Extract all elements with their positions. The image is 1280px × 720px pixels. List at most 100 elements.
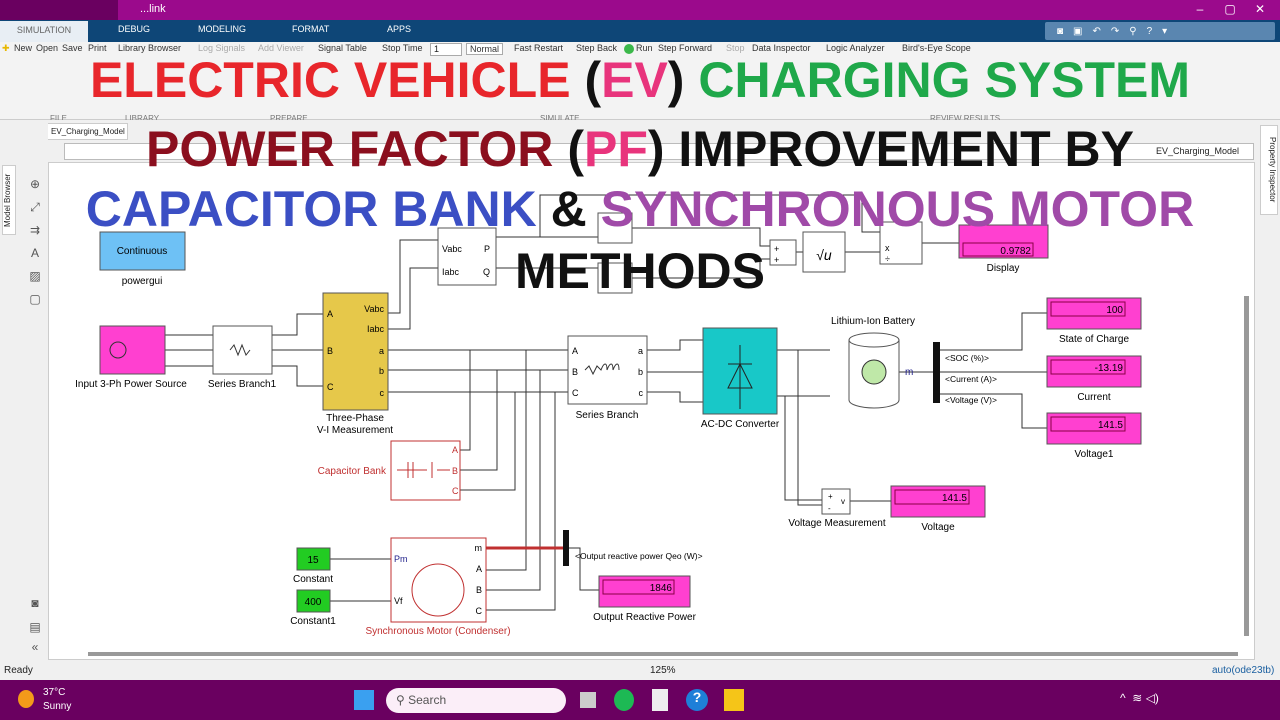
annotation-icon[interactable]: A: [30, 246, 39, 260]
mode-select[interactable]: Normal: [466, 43, 504, 55]
task-view-icon[interactable]: [580, 692, 596, 708]
sqrt-block[interactable]: [802, 231, 846, 273]
run-button[interactable]: Run: [636, 43, 653, 53]
vertical-scrollbar[interactable]: [1244, 296, 1249, 636]
collapse-icon[interactable]: ▾: [1162, 25, 1168, 37]
reactive-display-block[interactable]: [598, 575, 691, 608]
constant1-block[interactable]: [296, 589, 331, 613]
help-app-icon[interactable]: ?: [686, 689, 708, 711]
voltage-display-block[interactable]: [890, 485, 986, 518]
svg-text:-: -: [828, 504, 831, 513]
step-back-button[interactable]: Step Back: [576, 43, 618, 53]
svg-text:C: C: [452, 486, 459, 496]
tray-icons[interactable]: ^ ≋ ◁): [1120, 691, 1159, 705]
tab-format[interactable]: FORMAT: [292, 24, 330, 34]
data-inspector-button[interactable]: Data Inspector: [752, 43, 811, 53]
image-icon[interactable]: ▨: [29, 269, 41, 283]
stop-button[interactable]: Stop: [726, 43, 745, 53]
pq-block[interactable]: [437, 227, 497, 286]
current-display-field: [1050, 359, 1126, 375]
save-button[interactable]: Save: [62, 43, 83, 53]
maximize-button[interactable]: ▢: [1224, 2, 1236, 16]
spotify-icon[interactable]: [614, 689, 634, 711]
voltage1-display-block[interactable]: [1046, 412, 1142, 445]
temperature[interactable]: 37°C: [43, 687, 66, 698]
vi-measurement-block[interactable]: [322, 292, 389, 411]
solver-link[interactable]: auto(ode23tb): [1212, 665, 1275, 676]
stop-time-input[interactable]: 1: [430, 43, 462, 56]
logic-analyzer-button[interactable]: Logic Analyzer: [826, 43, 885, 53]
run-icon[interactable]: [624, 44, 634, 54]
bus-selector[interactable]: [933, 342, 940, 403]
series-branch1-block[interactable]: [212, 325, 273, 375]
signal-table-button[interactable]: Signal Table: [318, 43, 367, 53]
taskbar-search[interactable]: ⚲ Search: [386, 688, 566, 713]
print-button[interactable]: Print: [88, 43, 107, 53]
capacitor-bank-label: Capacitor Bank: [318, 466, 387, 477]
overlay-segment: &: [550, 181, 601, 237]
sqrt-label: √u: [816, 247, 832, 263]
arrows-icon[interactable]: ⇉: [29, 223, 41, 237]
soc-display-label: State of Charge: [1059, 334, 1129, 345]
zoom-level[interactable]: 125%: [650, 665, 676, 676]
sum-block[interactable]: [769, 239, 797, 266]
vi-label-2: V-I Measurement: [317, 425, 393, 436]
horizontal-scrollbar[interactable]: [88, 652, 1238, 656]
minimize-button[interactable]: –: [1196, 2, 1204, 16]
new-button[interactable]: New: [14, 43, 33, 53]
breadcrumb[interactable]: EV_Charging_Model: [64, 143, 1254, 160]
svg-text:B: B: [572, 367, 578, 377]
add-viewer-button[interactable]: Add Viewer: [258, 43, 304, 53]
redo-icon[interactable]: ↷: [1110, 25, 1120, 37]
new-icon[interactable]: ✚: [2, 43, 10, 53]
product-block-p[interactable]: [597, 212, 633, 244]
library-browser-button[interactable]: Library Browser: [118, 43, 182, 53]
divide-block[interactable]: [879, 221, 923, 265]
pq-port-iabc: Iabc: [442, 267, 460, 277]
help-icon[interactable]: ?: [1146, 25, 1153, 37]
camera-icon[interactable]: ◙: [31, 596, 39, 610]
area-icon[interactable]: ▢: [29, 292, 41, 306]
bus-signal-soc: <SOC (%)>: [945, 353, 989, 363]
fast-restart-button[interactable]: Fast Restart: [514, 43, 564, 53]
group-file: FILE: [50, 114, 67, 123]
tab-debug[interactable]: DEBUG: [118, 24, 151, 34]
soc-display-block[interactable]: [1046, 297, 1142, 330]
tab-simulation[interactable]: SIMULATION: [0, 21, 88, 42]
constant-block[interactable]: [296, 547, 331, 571]
vi-port-c-out: c: [380, 388, 385, 398]
synchronous-motor-block[interactable]: [390, 537, 487, 623]
motor-bus-selector[interactable]: [563, 530, 569, 566]
log-signals-button[interactable]: Log Signals: [198, 43, 246, 53]
model-data-icon[interactable]: ▤: [29, 620, 41, 634]
weather-text[interactable]: Sunny: [43, 701, 72, 712]
undo-icon[interactable]: ↶: [1092, 25, 1101, 37]
vmeas-label: Voltage Measurement: [788, 518, 886, 529]
tab-apps[interactable]: APPS: [387, 24, 412, 34]
powergui-block[interactable]: [99, 231, 186, 271]
collapse-icon[interactable]: «: [31, 640, 39, 654]
voltage-measurement-block[interactable]: [821, 488, 851, 515]
search-icon[interactable]: ⚲: [1129, 25, 1137, 37]
vi-label-1: Three-Phase: [326, 413, 384, 424]
model-tab[interactable]: EV_Charging_Model: [46, 123, 128, 140]
camera-icon[interactable]: ◙: [1057, 25, 1064, 37]
motor-port-vf: Vf: [394, 596, 403, 606]
overlay-segment: ELECTRIC VEHICLE: [89, 52, 585, 108]
tab-modeling[interactable]: MODELING: [198, 24, 247, 34]
product-block-q[interactable]: [597, 262, 633, 294]
power-source-block[interactable]: [99, 325, 166, 375]
step-forward-button[interactable]: Step Forward: [658, 43, 713, 53]
close-button[interactable]: ✕: [1254, 2, 1266, 16]
save-icon[interactable]: ▣: [1073, 25, 1083, 37]
svg-text:A: A: [572, 346, 578, 356]
file-explorer-icon[interactable]: [724, 689, 744, 711]
app-icon[interactable]: [652, 689, 668, 711]
stop-time-label: Stop Time: [382, 43, 423, 53]
birds-eye-scope-button[interactable]: Bird's-Eye Scope: [902, 43, 971, 53]
zoom-icon[interactable]: ⊕: [29, 177, 41, 191]
windows-start-icon[interactable]: [354, 690, 374, 710]
property-inspector-tab[interactable]: Property Inspector: [1260, 125, 1278, 215]
open-button[interactable]: Open: [36, 43, 59, 53]
fit-icon[interactable]: ⤢: [30, 200, 40, 214]
